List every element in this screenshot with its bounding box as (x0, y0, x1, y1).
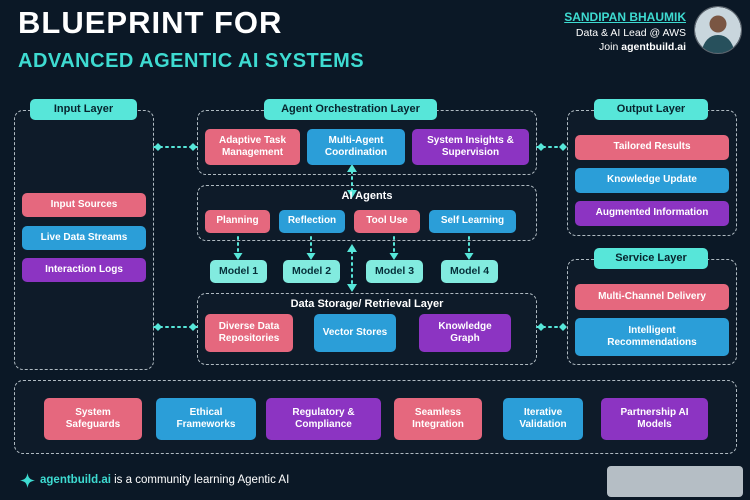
box-seamless-integration: Seamless Integration (394, 398, 482, 440)
layer-header-input: Input Layer (30, 99, 137, 120)
container-ai-agents (197, 185, 537, 241)
layer-header-service: Service Layer (594, 248, 708, 269)
footer-text: is a community learning Agentic AI (114, 474, 290, 486)
avatar (694, 6, 742, 54)
box-augmented-information: Augmented Information (575, 201, 729, 226)
author-join-line: Join agentbuild.ai (599, 41, 686, 53)
container-storage-layer (197, 293, 537, 365)
box-model-1: Model 1 (210, 260, 267, 283)
avatar-photo-placeholder (695, 7, 741, 53)
layer-header-orchestration: Agent Orchestration Layer (264, 99, 437, 120)
box-regulatory-compliance: Regulatory & Compliance (266, 398, 381, 440)
box-model-3: Model 3 (366, 260, 423, 283)
footer-brand: agentbuild.ai (40, 474, 111, 486)
box-multi-channel-delivery: Multi-Channel Delivery (575, 284, 729, 310)
layer-header-output: Output Layer (594, 99, 708, 120)
box-diverse-data-repositories: Diverse Data Repositories (205, 314, 293, 352)
box-knowledge-update: Knowledge Update (575, 168, 729, 193)
box-tool-use: Tool Use (354, 210, 420, 233)
sparkle-icon (20, 473, 35, 488)
box-tailored-results: Tailored Results (575, 135, 729, 160)
box-system-insights-supervision: System Insights & Supervision (412, 129, 529, 165)
watermark (607, 466, 743, 497)
box-partnership-ai-models: Partnership AI Models (601, 398, 708, 440)
box-ethical-frameworks: Ethical Frameworks (156, 398, 256, 440)
box-model-4: Model 4 (441, 260, 498, 283)
box-interaction-logs: Interaction Logs (22, 258, 146, 282)
box-live-data-streams: Live Data Streams (22, 226, 146, 250)
box-reflection: Reflection (279, 210, 345, 233)
container-foundation (14, 380, 737, 454)
join-brand: agentbuild.ai (621, 41, 686, 53)
box-self-learning: Self Learning (429, 210, 516, 233)
box-input-sources: Input Sources (22, 193, 146, 217)
box-vector-stores: Vector Stores (314, 314, 396, 352)
box-model-2: Model 2 (283, 260, 340, 283)
ai-agents-title: AI Agents (341, 190, 393, 202)
box-system-safeguards: System Safeguards (44, 398, 142, 440)
footer-tagline: agentbuild.ai is a community learning Ag… (40, 474, 289, 486)
box-iterative-validation: Iterative Validation (503, 398, 583, 440)
storage-layer-title: Data Storage/ Retrieval Layer (290, 298, 444, 310)
box-intelligent-recommendations: Intelligent Recommendations (575, 318, 729, 356)
author-role: Data & AI Lead @ AWS (575, 27, 686, 39)
page-title-line1: BLUEPRINT FOR (18, 5, 283, 40)
box-knowledge-graph: Knowledge Graph (419, 314, 511, 352)
box-multi-agent-coordination: Multi-Agent Coordination (307, 129, 405, 165)
box-planning: Planning (205, 210, 270, 233)
box-adaptive-task-management: Adaptive Task Management (205, 129, 300, 165)
join-prefix: Join (599, 41, 622, 53)
page-title-line2: ADVANCED AGENTIC AI SYSTEMS (18, 50, 365, 72)
author-name: SANDIPAN BHAUMIK (564, 10, 686, 24)
